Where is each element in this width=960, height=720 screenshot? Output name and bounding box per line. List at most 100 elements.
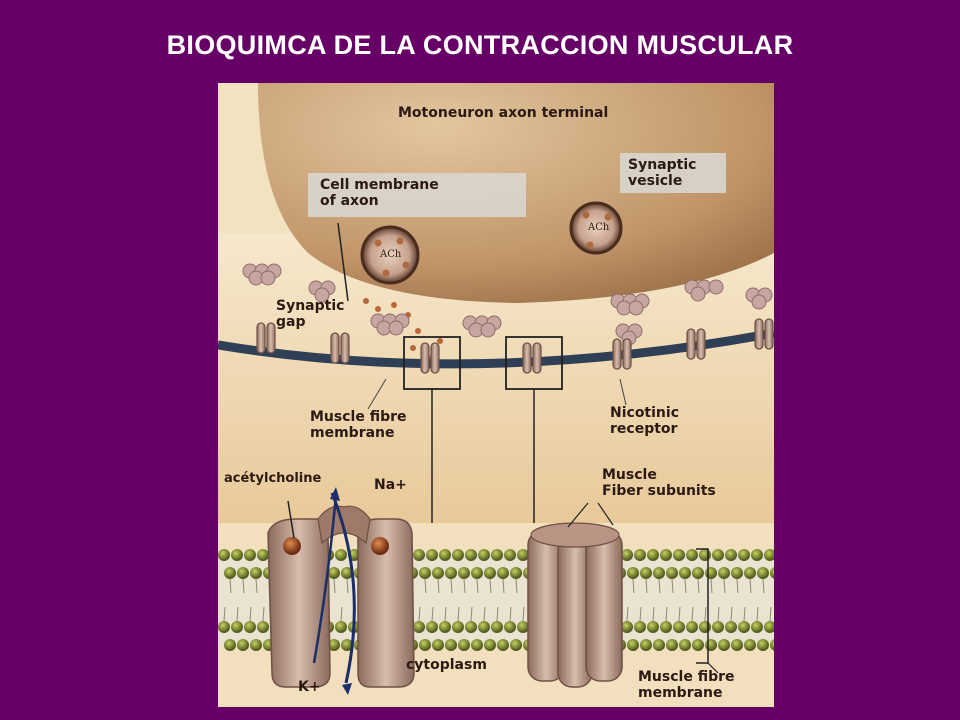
lipid-head	[497, 567, 509, 579]
label-synaptic-gap: Synaptic gap	[276, 298, 345, 330]
lipid-tail	[710, 578, 713, 594]
lipid-head	[257, 621, 269, 633]
lipid-head	[237, 567, 249, 579]
lipid-head	[725, 549, 737, 561]
lipid-head	[510, 639, 522, 651]
label-ach-1: ACh	[380, 249, 402, 260]
lipid-tail	[255, 578, 258, 594]
lipid-head	[432, 567, 444, 579]
lipid-head	[751, 621, 763, 633]
lipid-head	[231, 549, 243, 561]
lipid-head	[627, 639, 639, 651]
lipid-tail	[502, 578, 505, 594]
lipid-head	[627, 567, 639, 579]
lipid-head	[478, 621, 490, 633]
lipid-head	[621, 621, 633, 633]
lipid-head	[478, 549, 490, 561]
lipid-head	[640, 639, 652, 651]
lipid-tail	[470, 606, 473, 622]
lipid-head	[770, 639, 774, 651]
lipid-head	[471, 567, 483, 579]
lipid-head	[335, 621, 347, 633]
lipid-tail	[262, 606, 265, 622]
lipid-head	[757, 567, 769, 579]
lipid-head	[712, 621, 724, 633]
lipid-head	[250, 639, 262, 651]
open-channel	[267, 487, 415, 695]
lipid-head	[328, 639, 340, 651]
synaptic-vesicle-1	[360, 225, 420, 285]
lipid-tail	[736, 578, 739, 594]
lipid-tail	[743, 606, 746, 622]
label-synaptic-vesicle: Synaptic vesicle	[628, 157, 697, 189]
lipid-head	[458, 639, 470, 651]
lipid-head	[653, 567, 665, 579]
label-muscle-fibre-membrane-bottom: Muscle fibre membrane	[638, 669, 735, 701]
lipid-head	[718, 567, 730, 579]
lipid-head	[341, 567, 353, 579]
lipid-head	[439, 621, 451, 633]
lipid-tail	[444, 606, 447, 622]
membrane-receptors	[256, 318, 774, 374]
lipid-head	[445, 567, 457, 579]
lipid-head	[224, 567, 236, 579]
lipid-tail	[249, 606, 252, 622]
lipid-head	[679, 567, 691, 579]
lipid-head	[738, 621, 750, 633]
lipid-tail	[749, 578, 752, 594]
synaptic-vesicle-2	[569, 201, 623, 255]
label-muscle-fibre-membrane-top: Muscle fibre membrane	[310, 409, 407, 441]
lipid-tail	[483, 606, 486, 622]
lipid-head	[666, 567, 678, 579]
lipid-head	[673, 621, 685, 633]
lipid-head	[692, 567, 704, 579]
lipid-tail	[691, 606, 694, 622]
lipid-head	[686, 621, 698, 633]
lipid-head	[757, 639, 769, 651]
lipid-tail	[489, 578, 492, 594]
lipid-head	[335, 549, 347, 561]
lipid-head	[731, 567, 743, 579]
lipid-tail	[450, 578, 453, 594]
lipid-tail	[678, 606, 681, 622]
lipid-head	[504, 549, 516, 561]
lipid-tail	[704, 606, 707, 622]
label-acetylcholine: acétylcholine	[224, 471, 322, 486]
lipid-head	[419, 567, 431, 579]
lipid-head	[640, 567, 652, 579]
lipid-tail	[333, 578, 336, 594]
lipid-head	[439, 549, 451, 561]
label-cell-membrane-axon: Cell membrane of axon	[320, 177, 439, 209]
label-nicotinic-receptor: Nicotinic receptor	[610, 405, 679, 437]
lipid-head	[517, 549, 529, 561]
lipid-head	[491, 621, 503, 633]
lipid-head	[679, 639, 691, 651]
lipid-tail	[671, 578, 674, 594]
lipid-head	[647, 549, 659, 561]
lipid-head	[465, 549, 477, 561]
label-box-cell-membrane	[308, 173, 526, 217]
label-k-ion: K+	[298, 679, 321, 695]
lipid-head	[218, 549, 230, 561]
lipid-head	[484, 639, 496, 651]
lipid-head	[673, 549, 685, 561]
lipid-head	[653, 639, 665, 651]
lipid-head	[634, 621, 646, 633]
lipid-head	[465, 621, 477, 633]
lipid-tail	[522, 606, 525, 622]
lipid-tail	[658, 578, 661, 594]
lipid-head	[237, 639, 249, 651]
label-muscle-fiber-subunits: Muscle Fiber subunits	[602, 467, 716, 499]
synapse-diagram: Motoneuron axon terminal Cell membrane o…	[218, 83, 774, 707]
lipid-tail	[645, 578, 648, 594]
lipid-tail	[418, 606, 421, 622]
lipid-head	[744, 567, 756, 579]
lipid-tail	[431, 606, 434, 622]
lipid-tail	[756, 606, 759, 622]
lipid-head	[634, 549, 646, 561]
label-ach-2: ACh	[588, 222, 610, 233]
lipid-tail	[665, 606, 668, 622]
lipid-head	[621, 549, 633, 561]
label-na-ion: Na+	[374, 477, 407, 493]
lipid-head	[452, 621, 464, 633]
